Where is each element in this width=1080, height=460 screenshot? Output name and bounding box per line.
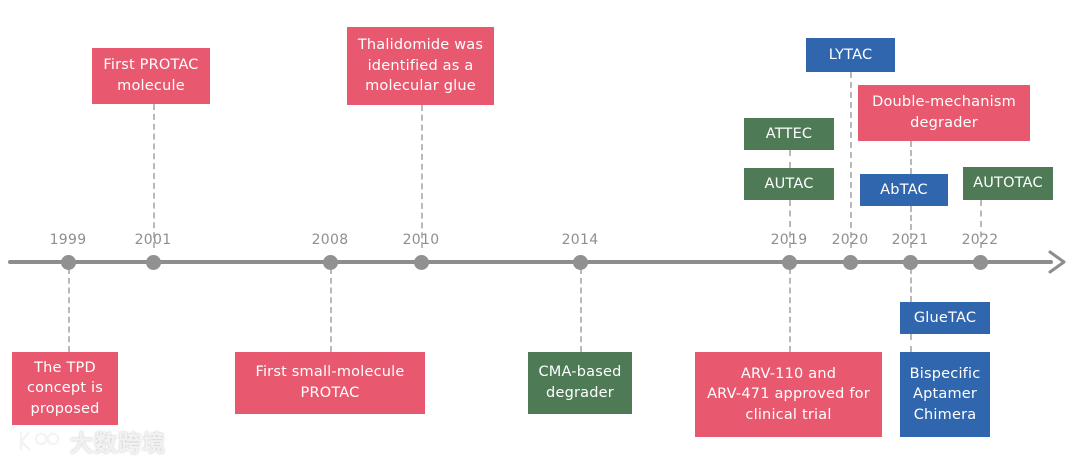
- timeline-tick-label: 2010: [402, 232, 440, 248]
- event-box-bispecific-aptamer-chimera[interactable]: Bispecific Aptamer Chimera: [900, 352, 990, 437]
- event-connector-line: [789, 150, 791, 168]
- event-connector-line: [910, 206, 912, 248]
- timeline-tick-label: 2014: [561, 232, 599, 248]
- timeline-tick-dot: [781, 254, 797, 270]
- event-box-double-mechanism-degrader[interactable]: Double-mechanism degrader: [858, 85, 1030, 141]
- event-label: AUTAC: [764, 175, 814, 192]
- timeline-tick-dot: [902, 254, 918, 270]
- timeline-tick-dot: [972, 254, 988, 270]
- event-connector-line: [980, 200, 982, 248]
- event-label: CMA-based degrader: [538, 364, 622, 401]
- timeline-tick-label: 2022: [961, 232, 999, 248]
- event-connector-line: [153, 104, 155, 248]
- event-box-first-protac-molecule[interactable]: First PROTAC molecule: [92, 48, 210, 104]
- event-box-arv-110-471[interactable]: ARV-110 and ARV-471 approved for clinica…: [695, 352, 882, 437]
- event-connector-line: [68, 268, 70, 352]
- event-label: First PROTAC molecule: [103, 57, 199, 94]
- event-label: GlueTAC: [913, 309, 977, 326]
- timeline-tick-label: 2019: [770, 232, 808, 248]
- event-label: ATTEC: [765, 125, 813, 142]
- event-box-autac[interactable]: AUTAC: [744, 168, 834, 200]
- event-connector-line: [580, 268, 582, 352]
- timeline-tick-label: 2020: [831, 232, 869, 248]
- event-connector-line: [330, 268, 332, 352]
- event-label: Double-mechanism degrader: [872, 94, 1016, 131]
- event-box-abtac[interactable]: AbTAC: [860, 174, 948, 206]
- event-label: AUTOTAC: [973, 175, 1043, 192]
- event-label: Thalidomide was identified as a molecula…: [357, 37, 484, 95]
- event-connector-line: [910, 141, 912, 174]
- timeline-axis-arrow-icon: [1044, 248, 1072, 276]
- event-connector-line: [850, 72, 852, 248]
- event-connector-line: [910, 268, 912, 302]
- timeline-tick-dot: [322, 254, 338, 270]
- event-box-first-small-molecule-protac[interactable]: First small-molecule PROTAC: [235, 352, 425, 414]
- event-connector-line: [421, 105, 423, 248]
- timeline-tick-label: 1999: [49, 232, 87, 248]
- event-connector-line: [789, 268, 791, 352]
- timeline-tick-label: 2001: [134, 232, 172, 248]
- event-box-autotac[interactable]: AUTOTAC: [963, 167, 1053, 200]
- event-label: AbTAC: [880, 181, 928, 198]
- event-label: First small-molecule PROTAC: [255, 364, 405, 401]
- event-box-lytac[interactable]: LYTAC: [806, 38, 895, 72]
- timeline-tick-label: 2008: [311, 232, 349, 248]
- timeline-tick-dot: [842, 254, 858, 270]
- event-label: The TPD concept is proposed: [26, 359, 103, 417]
- event-connector-line: [789, 200, 791, 248]
- timeline-tick-dot: [60, 254, 76, 270]
- timeline-tick-dot: [572, 254, 588, 270]
- timeline-axis-line: [8, 260, 1053, 264]
- timeline-tick-dot: [413, 254, 429, 270]
- event-label: LYTAC: [828, 46, 873, 63]
- event-box-tpd-concept[interactable]: The TPD concept is proposed: [12, 352, 118, 425]
- kjson-logo-icon: [16, 429, 62, 453]
- event-box-cma-based-degrader[interactable]: CMA-based degrader: [528, 352, 632, 414]
- timeline-tick-label: 2021: [891, 232, 929, 248]
- event-label: ARV-110 and ARV-471 approved for clinica…: [707, 365, 870, 423]
- event-box-gluetac[interactable]: GlueTAC: [900, 302, 990, 334]
- watermark-text: 大数跨境: [70, 431, 166, 457]
- event-connector-line: [910, 334, 912, 352]
- event-box-thalidomide-molecular-glue[interactable]: Thalidomide was identified as a molecula…: [347, 27, 494, 105]
- watermark: 大数跨境: [16, 424, 166, 458]
- timeline-tick-dot: [145, 254, 161, 270]
- event-label: Bispecific Aptamer Chimera: [909, 365, 981, 423]
- event-box-attec[interactable]: ATTEC: [744, 118, 834, 150]
